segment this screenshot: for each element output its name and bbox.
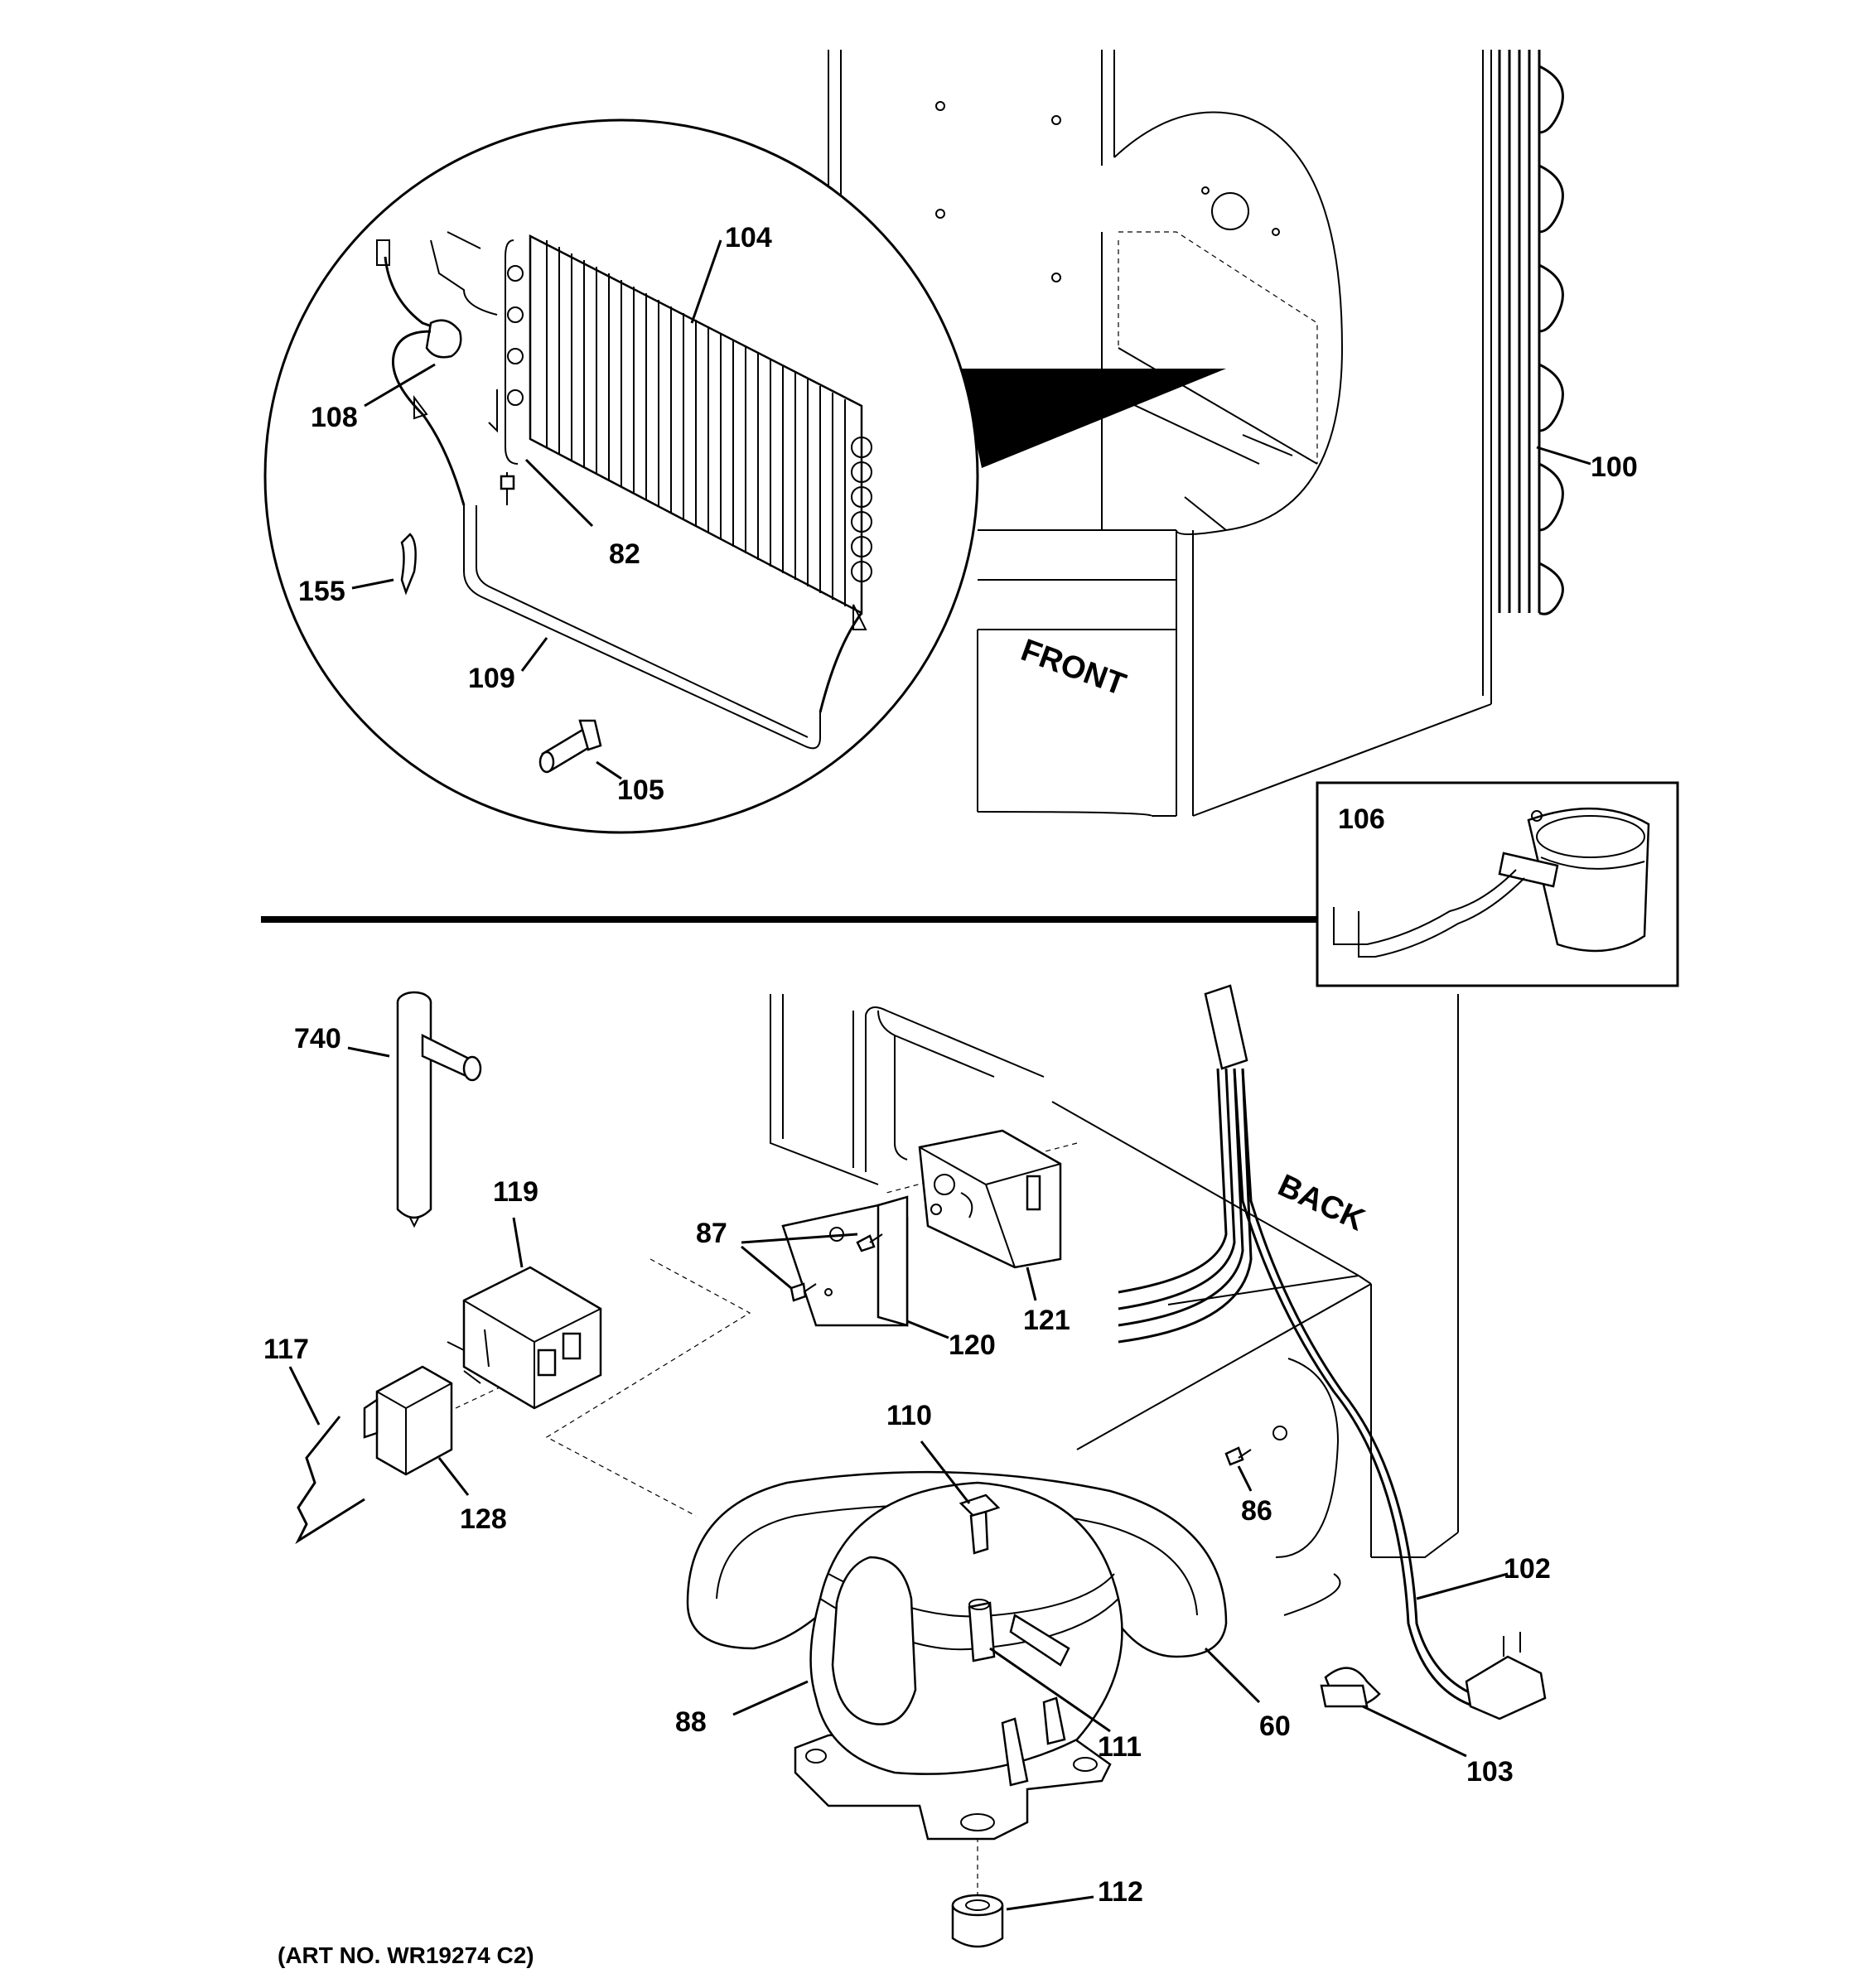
callout-104: 104 (725, 222, 772, 253)
leader-740 (347, 1046, 390, 1058)
callout-119: 119 (493, 1176, 538, 1208)
callout-103: 103 (1466, 1756, 1514, 1788)
callout-111: 111 (1098, 1731, 1142, 1763)
fastener-part (538, 719, 602, 774)
leader-128 (437, 1457, 470, 1496)
leader-87a (741, 1233, 858, 1244)
dryer-part (396, 991, 482, 1228)
relay-part (447, 1266, 602, 1410)
leader-102 (1416, 1572, 1509, 1600)
callout-108: 108 (311, 402, 358, 433)
callout-120: 120 (949, 1329, 996, 1361)
wire-harness (1118, 984, 1484, 1708)
overload-part (363, 1365, 453, 1476)
leader-110 (920, 1440, 971, 1504)
front-label: FRONT (1017, 633, 1130, 702)
grommet-part (951, 1894, 1004, 1948)
back-label: BACK (1272, 1168, 1370, 1238)
screw-set (790, 1233, 883, 1302)
callout-121: 121 (1023, 1305, 1070, 1336)
callout-82: 82 (609, 538, 640, 570)
callout-106: 106 (1338, 803, 1385, 835)
defrost-timer (918, 1129, 1062, 1269)
leader-117 (288, 1366, 321, 1426)
callout-88: 88 (675, 1706, 707, 1738)
leader-109 (520, 637, 548, 672)
wire-clip-part (295, 1416, 365, 1545)
callout-87: 87 (696, 1218, 727, 1249)
cord-clamp (1320, 1667, 1381, 1708)
callout-112: 112 (1098, 1876, 1143, 1908)
callout-102: 102 (1504, 1553, 1551, 1585)
leader-111 (989, 1647, 1111, 1733)
callout-105: 105 (617, 774, 664, 806)
dashed-guide-1 (545, 1258, 751, 1517)
clip-part (400, 533, 417, 596)
art-number: (ART NO. WR19274 C2) (278, 1942, 534, 1968)
leader-155 (351, 578, 394, 590)
leader-119 (512, 1217, 524, 1268)
condenser-coil (1498, 50, 1564, 615)
leader-112 (1006, 1895, 1094, 1911)
dashed-guide-2 (886, 1142, 1078, 1194)
callout-100: 100 (1591, 451, 1638, 483)
defrost-thermostat (376, 239, 466, 506)
leader-86 (1237, 1465, 1253, 1492)
leader-87b (741, 1245, 792, 1290)
leader-103 (1362, 1705, 1467, 1758)
callout-740: 740 (294, 1023, 341, 1054)
callout-109: 109 (468, 663, 515, 694)
callout-110: 110 (886, 1400, 932, 1431)
compressor (794, 1481, 1123, 1841)
bolt-part (959, 1493, 1001, 1555)
zoom-pointer-wedge (961, 369, 1226, 468)
leader-105 (596, 760, 622, 780)
inset-box-106 (1316, 781, 1679, 987)
callout-86: 86 (1241, 1495, 1272, 1527)
leader-82 (524, 458, 594, 528)
callout-128: 128 (460, 1503, 507, 1535)
callout-155: 155 (298, 576, 345, 607)
ground-screw (1224, 1426, 1287, 1466)
mounting-bracket (781, 1195, 909, 1327)
callout-117: 117 (263, 1334, 309, 1365)
defrost-sensor (500, 472, 515, 505)
callout-60: 60 (1259, 1711, 1291, 1742)
evaporator-assembly (430, 231, 872, 615)
power-cord-plug (1465, 1632, 1547, 1720)
leader-108 (364, 363, 436, 408)
leader-60 (1204, 1647, 1261, 1704)
cabinet-outline-bottom (770, 994, 1459, 1558)
leader-120 (906, 1320, 949, 1339)
leader-104 (690, 239, 722, 324)
evaporator-fins (546, 240, 846, 606)
leader-88 (732, 1680, 809, 1716)
leader-121 (1026, 1267, 1037, 1301)
defrost-heater (463, 505, 867, 750)
leader-100 (1536, 446, 1591, 466)
